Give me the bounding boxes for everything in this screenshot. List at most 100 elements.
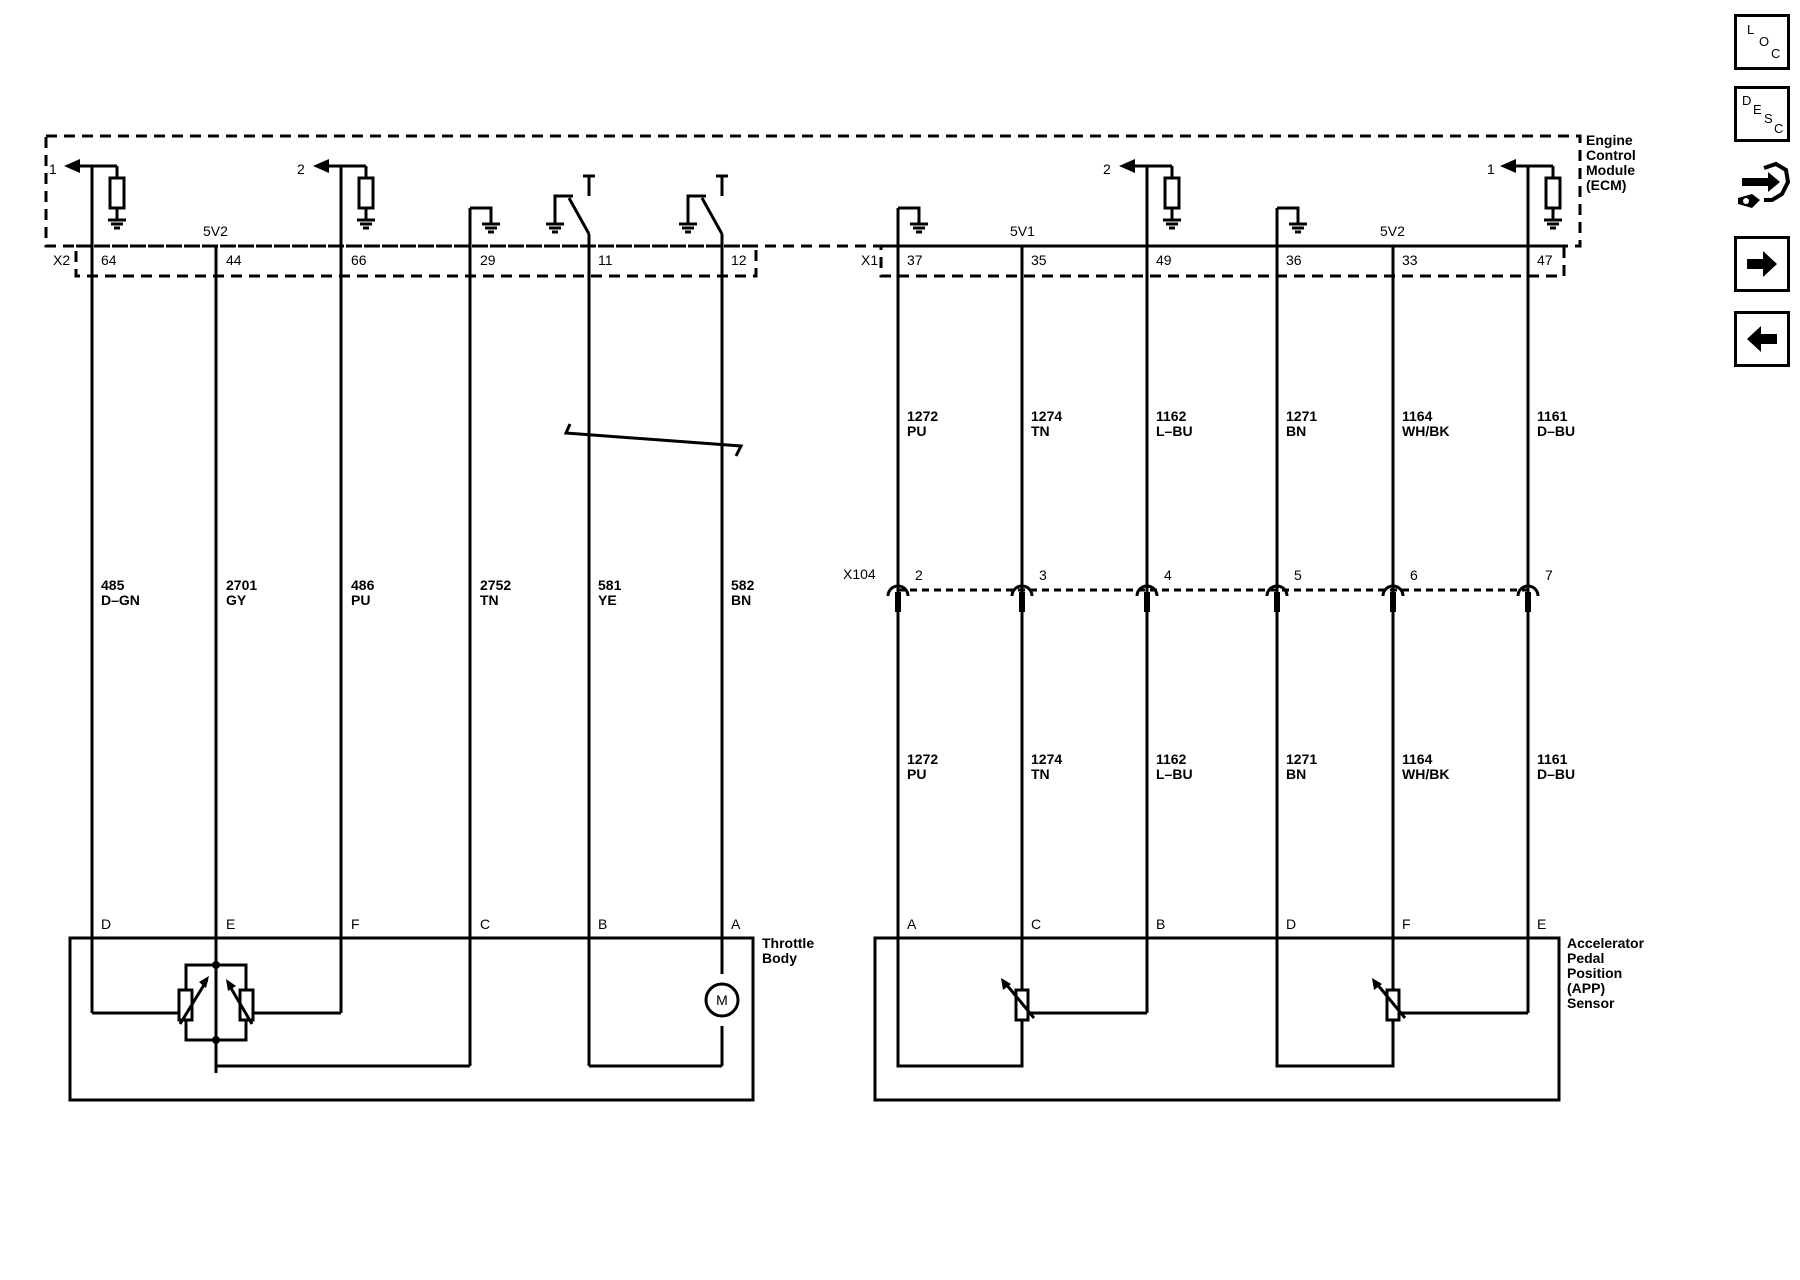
desc-letter: E	[1753, 102, 1762, 117]
ecm-pin: 49	[1156, 252, 1172, 268]
x104-label: X104	[843, 566, 876, 582]
loc-letter: L	[1747, 22, 1755, 37]
x2-label: X2	[53, 252, 70, 268]
device-pin: D	[101, 916, 111, 932]
wire-color: BN	[1286, 766, 1306, 782]
x1-label: X1	[861, 252, 878, 268]
ref-num: 1	[49, 161, 57, 177]
next-page-button[interactable]	[1734, 236, 1790, 292]
circuit-number: 1161	[1537, 408, 1568, 424]
wire-color: TN	[1031, 423, 1050, 439]
loc-letter: C	[1771, 46, 1781, 61]
wire-color: BN	[1286, 423, 1306, 439]
x104-pin: 2	[915, 567, 923, 583]
ecm-pin: 35	[1031, 252, 1047, 268]
circuit-number: 1272	[907, 751, 938, 767]
app-sensor-1-icon	[1001, 978, 1036, 1022]
location-button[interactable]: L O C	[1734, 14, 1790, 70]
arrow-right-icon	[1747, 251, 1777, 277]
throttle-body-box	[68, 936, 755, 1102]
wire-color: YE	[598, 592, 617, 608]
wire-color: WH/BK	[1402, 423, 1449, 439]
device-pin: F	[351, 916, 360, 932]
ecm-pin: 47	[1537, 252, 1553, 268]
service-tool-icon	[1738, 161, 1790, 208]
ref-label: 5V2	[203, 223, 228, 239]
wire-color: L–BU	[1156, 423, 1193, 439]
wire-color: L–BU	[1156, 766, 1193, 782]
arrow-left-icon	[1747, 326, 1777, 352]
ecm-pin: 64	[101, 252, 117, 268]
circuit-number: 1271	[1286, 408, 1317, 424]
circuit-number: 1274	[1031, 408, 1062, 424]
x104-pin: 5	[1294, 567, 1302, 583]
circuit-number: 1164	[1402, 751, 1433, 767]
svg-text:M: M	[716, 992, 728, 1008]
ecm-box	[44, 134, 1582, 248]
previous-page-button[interactable]	[1734, 311, 1790, 367]
ecm-pin: 44	[226, 252, 242, 268]
circuit-number: 485	[101, 577, 125, 593]
x104-pin: 3	[1039, 567, 1047, 583]
circuit-number: 2701	[226, 577, 257, 593]
ecm-pin: 11	[598, 252, 613, 268]
device-pin: D	[1286, 916, 1296, 932]
wire-color: BN	[731, 592, 751, 608]
circuit-number: 2752	[480, 577, 511, 593]
device-pin: B	[1156, 916, 1165, 932]
wire-color: D–BU	[1537, 766, 1575, 782]
wire-color: PU	[351, 592, 370, 608]
device-pin: E	[226, 916, 235, 932]
device-pin: C	[480, 916, 490, 932]
wire-color: WH/BK	[1402, 766, 1449, 782]
ecm-pin: 33	[1402, 252, 1418, 268]
wire-color: GY	[226, 592, 247, 608]
ecm-pin: 36	[1286, 252, 1302, 268]
device-pin: F	[1402, 916, 1411, 932]
ref-num: 2	[1103, 161, 1111, 177]
motor-icon: M	[704, 982, 740, 1018]
ref-num: 1	[1487, 161, 1495, 177]
ecm-pin: 12	[731, 252, 747, 268]
service-procedure-button[interactable]	[1734, 160, 1790, 216]
wire-color: PU	[907, 766, 926, 782]
ecm-pin: 37	[907, 252, 923, 268]
circuit-number: 486	[351, 577, 375, 593]
wire-color: PU	[907, 423, 926, 439]
device-pin: A	[731, 916, 741, 932]
ecm-pin: 29	[480, 252, 496, 268]
wire-color: TN	[480, 592, 499, 608]
circuit-number: 581	[598, 577, 622, 593]
app-sensor-2-icon	[1372, 978, 1407, 1022]
x1-connector-box	[879, 244, 1566, 278]
ecm-pin: 66	[351, 252, 367, 268]
x104-pin: 4	[1164, 567, 1172, 583]
circuit-number: 1271	[1286, 751, 1317, 767]
circuit-number: 582	[731, 577, 755, 593]
x104-pin: 7	[1545, 567, 1553, 583]
app-sensor-box	[873, 936, 1561, 1102]
throttle-position-sensor-icon	[177, 976, 255, 1025]
desc-letter: S	[1764, 111, 1773, 126]
circuit-number: 1272	[907, 408, 938, 424]
device-pin: A	[907, 916, 917, 932]
x104-terminals	[886, 584, 1540, 597]
wire-color: D–BU	[1537, 423, 1575, 439]
wire-color: TN	[1031, 766, 1050, 782]
x104-pin: 6	[1410, 567, 1418, 583]
desc-letter: C	[1774, 121, 1784, 136]
device-pin: C	[1031, 916, 1041, 932]
circuit-number: 1162	[1156, 408, 1187, 424]
circuit-number: 1164	[1402, 408, 1433, 424]
device-pin: E	[1537, 916, 1546, 932]
device-pin: B	[598, 916, 607, 932]
description-button[interactable]: D E S C	[1734, 86, 1790, 142]
circuit-number: 1162	[1156, 751, 1187, 767]
desc-letter: D	[1742, 93, 1752, 108]
x2-connector-box	[74, 244, 758, 278]
ref-num: 2	[297, 161, 305, 177]
